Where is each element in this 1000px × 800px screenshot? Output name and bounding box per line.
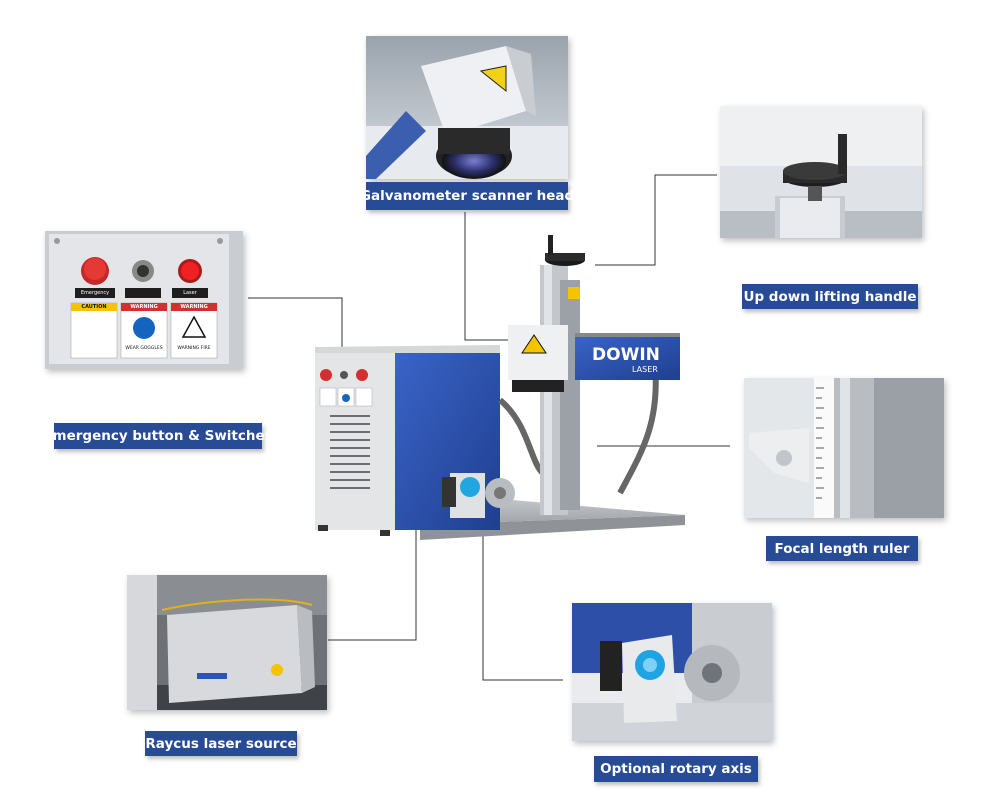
label-emergency: Emergency button & Switches — [43, 423, 273, 449]
rotary-photo — [572, 603, 772, 741]
connector-galvo — [464, 212, 510, 341]
brand-sub: LASER — [632, 365, 658, 374]
label-handle: Up down lifting handle — [742, 284, 918, 309]
panel-warning-1: WARNING — [130, 304, 158, 310]
connector-rotary — [482, 525, 563, 681]
connector-emergency — [248, 297, 343, 357]
laser-source-photo — [127, 575, 327, 710]
connector-handle — [595, 174, 717, 266]
ruler-photo — [744, 378, 944, 518]
label-rotary: Optional rotary axis — [594, 756, 758, 782]
panel-label-emergency: Emergency — [80, 290, 110, 296]
label-ruler: Focal length ruler — [766, 536, 918, 561]
panel-goggles: WEAR GOGGLES — [125, 346, 163, 351]
handle-photo — [720, 106, 922, 238]
emergency-panel-photo: Emergency Laser CAUTION WARNING WARNING … — [45, 231, 243, 369]
label-source: Raycus laser source — [145, 731, 297, 756]
panel-caution: CAUTION — [81, 304, 107, 310]
laser-machine-illustration — [315, 235, 685, 540]
panel-fire: WARNING FIRE — [177, 346, 211, 351]
brand-name: DOWIN — [592, 345, 660, 365]
galvo-photo — [366, 36, 568, 179]
panel-label-laser: Laser — [183, 290, 197, 296]
panel-warning-2: WARNING — [180, 304, 208, 310]
connector-source — [328, 505, 417, 641]
label-galvo: Galvanometer scanner head — [360, 182, 574, 210]
